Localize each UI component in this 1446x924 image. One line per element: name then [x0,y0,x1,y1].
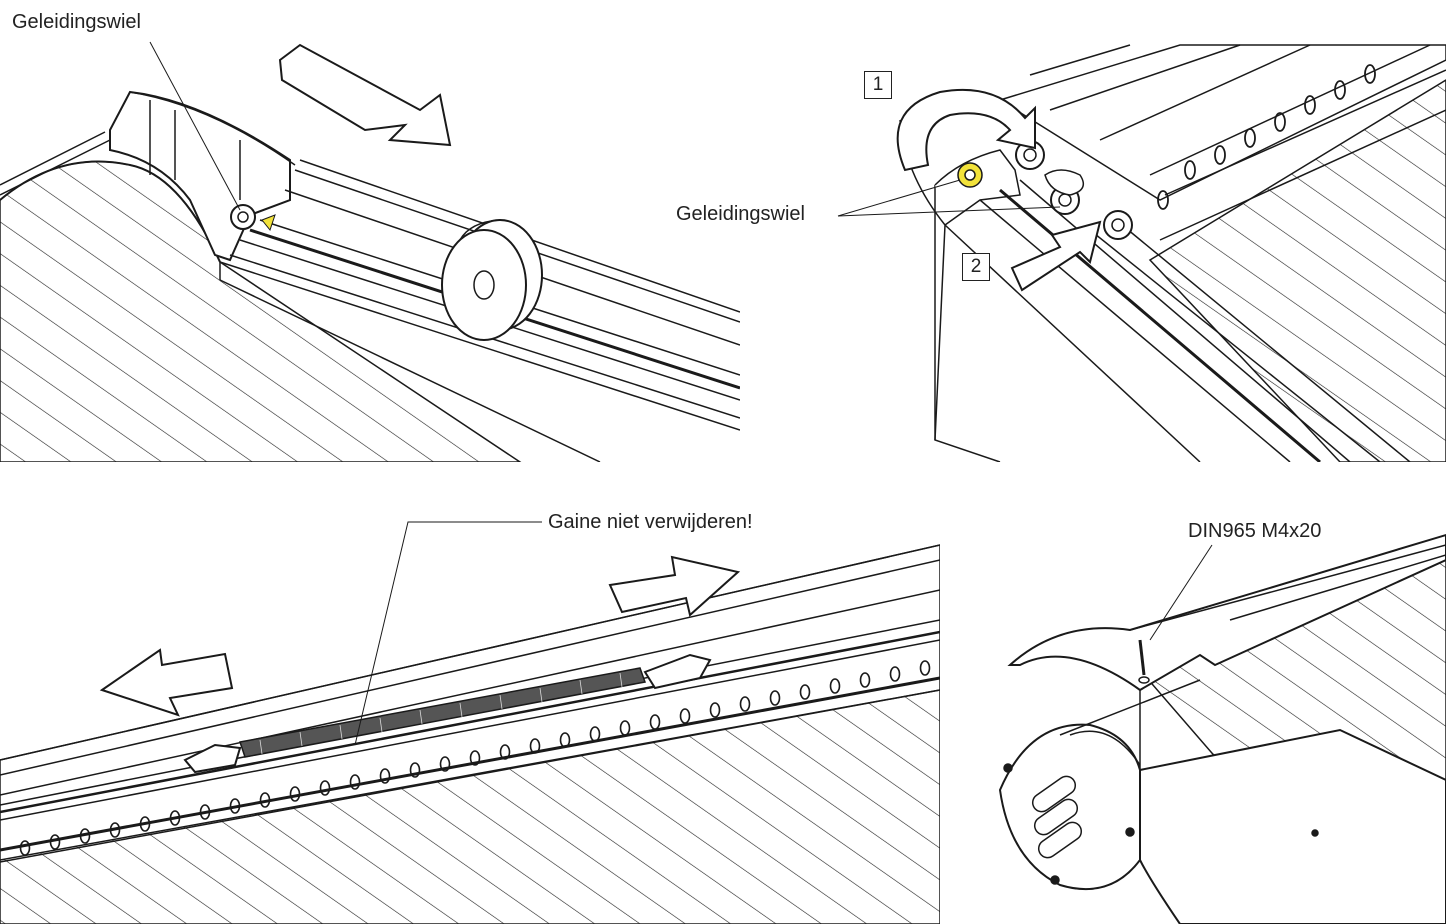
arrow-left [99,648,234,717]
fabric-hatch [1148,79,1446,462]
rail-slots [19,660,931,856]
step-1-badge: 1 [864,71,892,99]
label-guide-wheel-top-left: Geleidingswiel [12,11,141,33]
rail-slots [1157,64,1376,210]
panel-top-right [896,44,1446,462]
panel-top-left [0,43,740,462]
label-gaine-warning: Gaine niet verwijderen! [548,511,753,533]
step-2-badge: 2 [962,253,990,281]
roller-disc [441,219,543,341]
push-arrow [1010,220,1102,292]
arrow-right [608,555,741,617]
rotate-arrow [896,88,1036,172]
panel-bottom-right [998,533,1446,924]
screw [1138,639,1150,684]
guide-wheel [230,204,256,230]
end-plate [998,723,1141,891]
label-guide-wheel-top-right: Geleidingswiel [676,203,805,225]
tube [1139,728,1446,924]
panel-bottom-left [0,544,940,924]
direction-arrow [278,43,452,147]
label-screw-spec: DIN965 M4x20 [1188,520,1322,542]
